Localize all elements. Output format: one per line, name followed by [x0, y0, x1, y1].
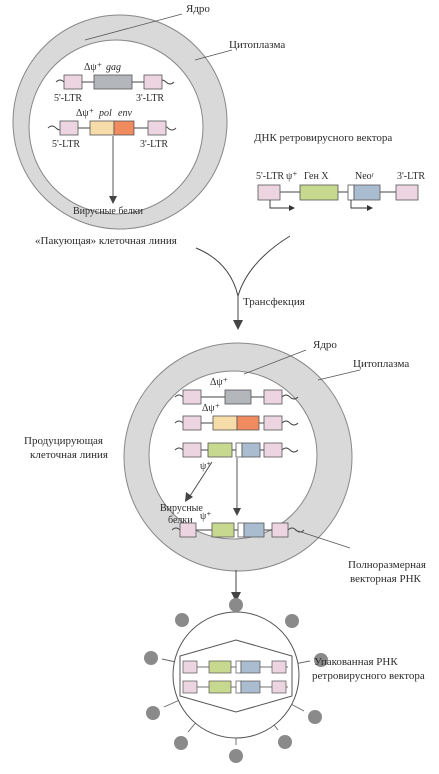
neo-box	[353, 184, 381, 201]
fullsize-rna-label-2: векторная РНК	[350, 573, 422, 585]
vector-psi-label: ψ⁺	[286, 171, 298, 182]
psi-plus-label: ψ⁺	[200, 461, 212, 472]
gag-label: gag	[106, 62, 121, 73]
promoter-box	[347, 184, 355, 201]
viral-proteins-label-1: Вирусные	[160, 503, 203, 514]
ltr3-box	[143, 74, 163, 90]
pol-label: pol	[98, 108, 112, 119]
neo-label: Neoʳ	[355, 171, 375, 182]
packed-rna-label-2: ретровирусного вектора	[312, 670, 425, 682]
vector-ltr5-box	[257, 184, 281, 201]
proteins-arrow-line	[189, 461, 213, 497]
rna-psi-label: ψ⁺	[200, 511, 212, 522]
pol-box	[89, 120, 115, 136]
packaged-rna-1	[182, 660, 288, 674]
packaging-cell-line-label: «Пакующая» клеточная линия	[35, 235, 177, 247]
vector-title: ДНК ретровирусного вектора	[254, 132, 392, 144]
producer-label-2: клеточная линия	[30, 449, 108, 461]
psi-delta-label-2: Δψ⁺	[202, 403, 220, 414]
ltr3-box	[147, 120, 167, 136]
retroviral-vector-dna: ДНК ретровирусного вектора 5'-LTR ψ⁺ Ген…	[254, 132, 425, 211]
helper-construct-gag: Δψ⁺	[174, 377, 299, 405]
transcription-arrow-2	[350, 200, 368, 209]
vector-ltr3-box	[395, 184, 419, 201]
cytoplasm-pointer-bottom	[317, 369, 361, 381]
spike-heads	[144, 598, 328, 763]
ltr3-label: 3'-LTR	[140, 139, 168, 150]
gene-x-label: Ген X	[304, 171, 329, 182]
transfection-arrows	[195, 235, 291, 330]
capsid	[179, 639, 293, 713]
viral-proteins-label-top: Вирусные белки	[73, 206, 144, 217]
producer-label-1: Продуцирующая	[24, 435, 103, 447]
packaged-rna-2	[182, 680, 288, 694]
virion-arrow-head	[231, 592, 241, 602]
construct-pol-env: Δψ⁺ pol env 5'-LTR 3'-LTR	[47, 108, 177, 150]
ltr5-box	[59, 120, 79, 136]
vector-ltr3-label: 3'-LTR	[397, 171, 425, 182]
viral-proteins-label-2: белки	[168, 515, 193, 526]
producer-cell: Ядро Цитоплазма Δψ⁺ Δψ⁺	[123, 339, 409, 572]
env-label: env	[118, 108, 132, 119]
cytoplasm-label-top: Цитоплазма	[229, 39, 285, 51]
gene-x-box	[299, 184, 339, 201]
vector-rna: ψ⁺	[171, 511, 305, 538]
gag-box	[93, 74, 133, 90]
transcription-arrow-1	[269, 200, 290, 209]
ltr3-label: 3'-LTR	[136, 93, 164, 104]
virion	[144, 598, 328, 763]
ltr5-label: 5'-LTR	[52, 139, 80, 150]
psi-delta-label: Δψ⁺	[76, 108, 94, 119]
nucleus-pointer-top	[84, 13, 183, 41]
protein-arrow-head	[109, 196, 117, 204]
cytoplasm-label-bottom: Цитоплазма	[353, 358, 409, 370]
cytoplasm-pointer-top	[194, 49, 233, 61]
env-box	[113, 120, 135, 136]
ltr5-box	[63, 74, 83, 90]
psi-delta-label: Δψ⁺	[84, 62, 102, 73]
integrated-vector: ψ⁺	[174, 442, 299, 472]
vector-ltr5-label: 5'-LTR	[256, 171, 284, 182]
psi-delta-label-1: Δψ⁺	[210, 377, 228, 388]
ltr5-label: 5'-LTR	[54, 93, 82, 104]
nucleus-label-top: Ядро	[186, 3, 210, 15]
transfection-label: Трансфекция	[243, 296, 305, 308]
construct-gag: Δψ⁺ gag 5'-LTR 3'-LTR	[54, 62, 175, 104]
nucleus-pointer-bottom	[243, 349, 307, 375]
helper-construct-pol-env: Δψ⁺	[174, 403, 299, 431]
fullsize-rna-pointer	[294, 529, 351, 549]
packaging-cell: Ядро Цитоплазма Δψ⁺ gag 5'-LTR 3'-LTR Δψ…	[12, 3, 285, 230]
packed-rna-label-1: Упакованная РНК	[314, 656, 398, 668]
nucleus-label-bottom: Ядро	[313, 339, 337, 351]
fullsize-rna-label-1: Полноразмерная	[348, 559, 426, 571]
